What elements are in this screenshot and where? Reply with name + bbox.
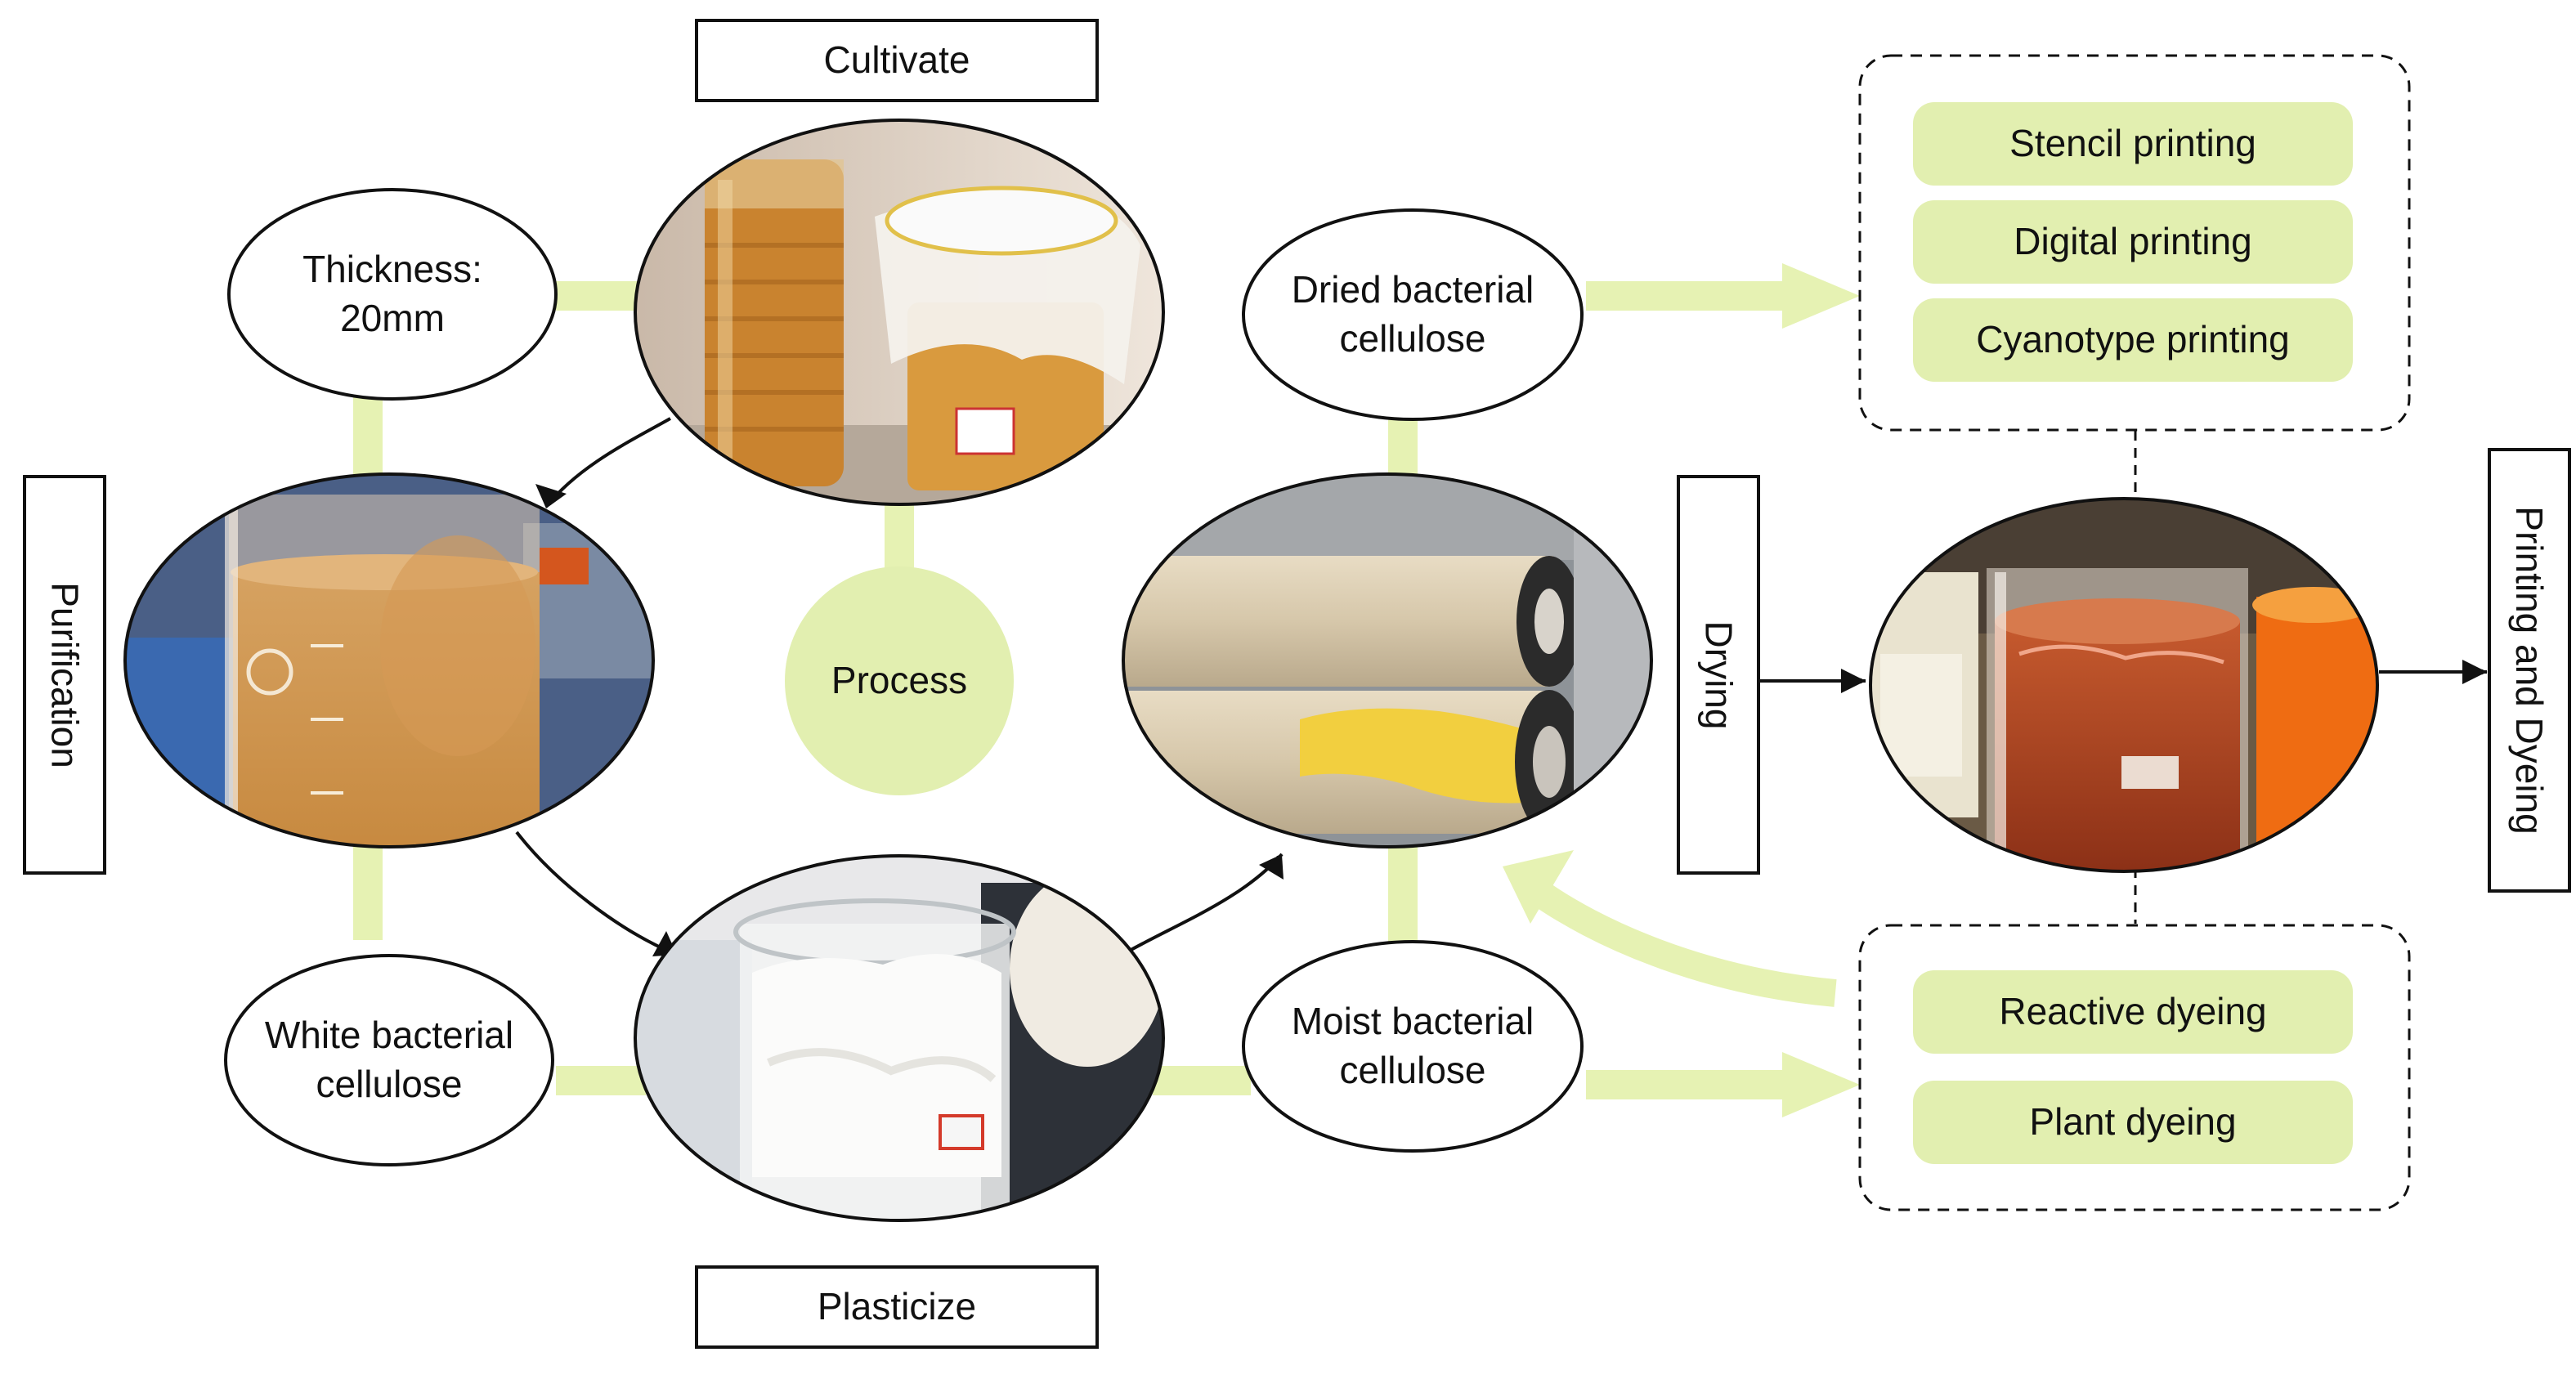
stencil-printing-label: Stencil printing — [2009, 122, 2256, 165]
printing-dyeing-label: Printing and Dyeing — [2508, 506, 2551, 835]
arrowhead-to-printing — [1782, 263, 1860, 329]
connector-lines — [353, 281, 1837, 1099]
pill-cyanotype — [1913, 298, 2353, 382]
arrowhead-return-drying — [1503, 850, 1574, 924]
dyeing-photo — [1870, 499, 2377, 871]
cultivate-label: Cultivate — [823, 38, 970, 82]
pill-digital — [1913, 200, 2353, 284]
white-bc-ellipse — [224, 954, 554, 1166]
thickness-ellipse — [227, 188, 558, 401]
pill-plant — [1913, 1081, 2353, 1164]
process-circle — [785, 566, 1014, 795]
drying-label: Drying — [1697, 620, 1740, 730]
purification-photo — [125, 474, 653, 847]
purification-label: Purification — [43, 582, 87, 768]
drying-box — [1677, 475, 1760, 875]
cyanotype-printing-label: Cyanotype printing — [1976, 318, 2290, 361]
arrow-plasticize-to-drying — [1126, 853, 1284, 954]
white-bc-label: White bacterial cellulose — [264, 1014, 514, 1105]
flow-arrowheads — [535, 484, 2487, 956]
moist-bc-ellipse — [1242, 940, 1584, 1153]
pill-stencil — [1913, 102, 2353, 186]
plant-dyeing-label: Plant dyeing — [2029, 1100, 2237, 1144]
plasticize-label: Plasticize — [817, 1285, 977, 1328]
thickness-label: Thickness: 20mm — [302, 248, 482, 339]
moist-bc-label: Moist bacterial cellulose — [1291, 1000, 1534, 1091]
digital-printing-label: Digital printing — [2014, 220, 2252, 263]
pill-reactive — [1913, 970, 2353, 1054]
connector-dyeing-return — [1529, 880, 1837, 1007]
reactive-dyeing-label: Reactive dyeing — [1999, 990, 2267, 1033]
printing-dyeing-box — [2488, 448, 2571, 893]
plasticize-box — [695, 1265, 1099, 1349]
process-label: Process — [831, 659, 968, 702]
purification-box — [23, 475, 106, 875]
arrow-purification-to-plasticize — [515, 831, 678, 956]
arrowhead-to-dyeing — [1782, 1052, 1860, 1117]
dried-bc-label: Dried bacterial cellulose — [1291, 268, 1534, 360]
connector-arrowheads — [1503, 263, 1860, 1117]
cultivate-box — [695, 19, 1099, 102]
dried-bc-ellipse — [1242, 208, 1584, 421]
method-pills — [1913, 102, 2353, 1164]
